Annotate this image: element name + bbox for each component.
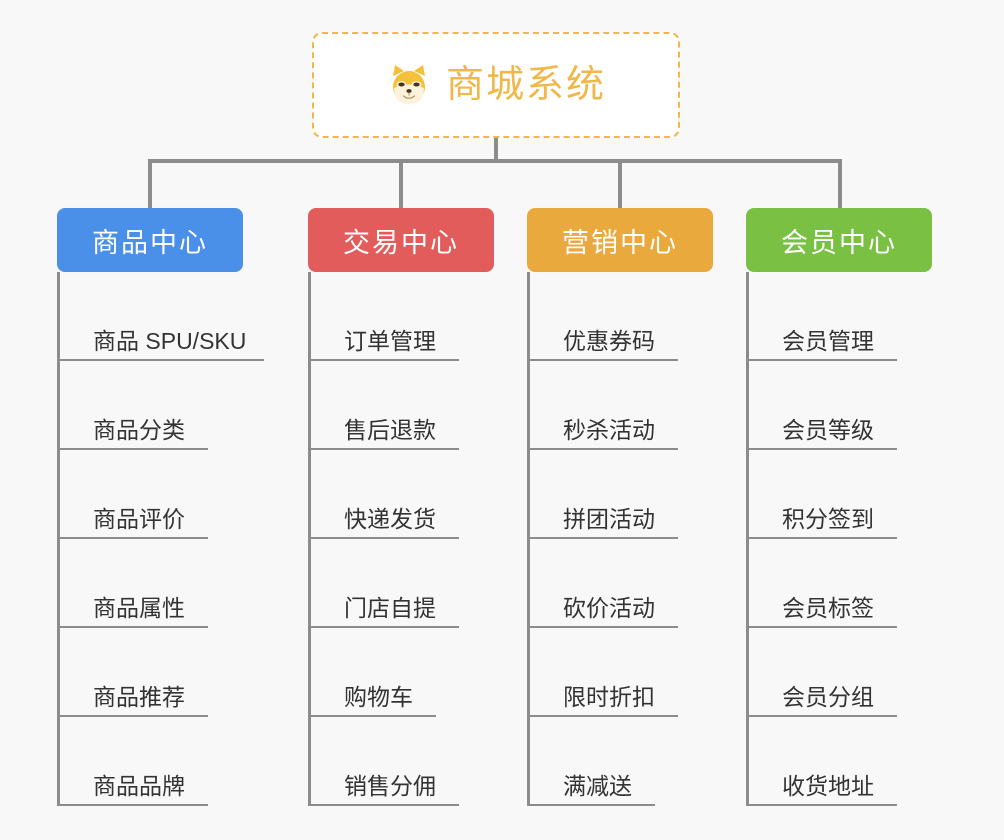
leaf-item[interactable]: 会员分组	[746, 628, 897, 717]
leaf-spine	[308, 272, 311, 806]
leaf-item[interactable]: 商品分类	[57, 361, 208, 450]
connector-stem	[494, 138, 498, 162]
category-label: 会员中心	[781, 227, 897, 258]
leaf-spine	[527, 272, 530, 806]
leaf-item[interactable]: 快递发货	[308, 450, 459, 539]
leaf-item[interactable]: 会员管理	[746, 272, 897, 361]
leaf-spine	[57, 272, 60, 806]
leaf-item-underline	[57, 626, 208, 628]
leaf-item-label: 商品分类	[93, 417, 185, 443]
connector-drop-2	[399, 159, 403, 209]
connector-horizontal-bar	[148, 159, 842, 163]
leaf-item-underline	[746, 359, 897, 361]
leaf-item[interactable]: 会员标签	[746, 539, 897, 628]
leaf-item[interactable]: 商品属性	[57, 539, 208, 628]
leaf-item-label: 秒杀活动	[563, 417, 655, 443]
leaf-item-label: 拼团活动	[563, 506, 655, 532]
leaf-item-label: 商品品牌	[93, 773, 185, 799]
leaf-item-underline	[527, 448, 678, 450]
leaf-item-label: 销售分佣	[344, 773, 436, 799]
leaf-item-underline	[57, 448, 208, 450]
leaf-item[interactable]: 销售分佣	[308, 717, 459, 806]
leaf-item[interactable]: 门店自提	[308, 539, 459, 628]
leaf-item-label: 限时折扣	[563, 684, 655, 710]
leaf-item-underline	[746, 448, 897, 450]
leaf-item-label: 门店自提	[344, 595, 436, 621]
leaf-item[interactable]: 满减送	[527, 717, 655, 806]
leaf-item-underline	[746, 804, 897, 806]
connector-drop-3	[618, 159, 622, 209]
category-box-2[interactable]: 交易中心	[308, 208, 494, 272]
category-label: 商品中心	[92, 227, 208, 258]
leaf-item-underline	[308, 537, 459, 539]
leaf-item[interactable]: 商品品牌	[57, 717, 208, 806]
leaf-item-underline	[308, 626, 459, 628]
leaf-item[interactable]: 会员等级	[746, 361, 897, 450]
leaf-item[interactable]: 积分签到	[746, 450, 897, 539]
category-box-3[interactable]: 营销中心	[527, 208, 713, 272]
shiba-dog-icon	[386, 62, 432, 108]
leaf-item-underline	[527, 537, 678, 539]
leaf-item-label: 商品评价	[93, 506, 185, 532]
leaf-item-label: 购物车	[344, 684, 413, 710]
leaf-item-underline	[57, 715, 208, 717]
leaf-item-label: 满减送	[563, 773, 632, 799]
leaf-item-underline	[527, 715, 678, 717]
category-box-1[interactable]: 商品中心	[57, 208, 243, 272]
leaf-item-label: 收货地址	[782, 773, 874, 799]
leaf-item-underline	[308, 715, 436, 717]
leaf-item[interactable]: 秒杀活动	[527, 361, 678, 450]
leaf-item-label: 快递发货	[344, 506, 436, 532]
leaf-item[interactable]: 拼团活动	[527, 450, 678, 539]
connector-drop-4	[838, 159, 842, 209]
connector-drop-1	[148, 159, 152, 209]
leaf-item-underline	[527, 626, 678, 628]
leaf-item[interactable]: 售后退款	[308, 361, 459, 450]
leaf-item-label: 会员等级	[782, 417, 874, 443]
leaf-item-underline	[308, 359, 459, 361]
leaf-item-label: 会员标签	[782, 595, 874, 621]
leaf-item-label: 积分签到	[782, 506, 874, 532]
root-node-mall-system[interactable]: 商城系统	[312, 32, 680, 138]
leaf-item-label: 会员分组	[782, 684, 874, 710]
leaf-item[interactable]: 商品 SPU/SKU	[57, 272, 264, 361]
leaf-item-underline	[57, 537, 208, 539]
leaf-item-label: 商品 SPU/SKU	[93, 328, 247, 354]
leaf-item[interactable]: 优惠券码	[527, 272, 678, 361]
root-node-title: 商城系统	[445, 64, 606, 106]
leaf-item-underline	[746, 715, 897, 717]
category-label: 营销中心	[562, 227, 678, 258]
leaf-item[interactable]: 商品评价	[57, 450, 208, 539]
leaf-item-underline	[527, 359, 678, 361]
leaf-item-underline	[308, 804, 459, 806]
leaf-item-label: 售后退款	[344, 417, 436, 443]
leaf-item[interactable]: 商品推荐	[57, 628, 208, 717]
leaf-item-label: 优惠券码	[563, 328, 655, 354]
leaf-item-underline	[308, 448, 459, 450]
leaf-item-underline	[746, 537, 897, 539]
category-box-4[interactable]: 会员中心	[746, 208, 932, 272]
leaf-item[interactable]: 砍价活动	[527, 539, 678, 628]
leaf-item[interactable]: 收货地址	[746, 717, 897, 806]
category-label: 交易中心	[343, 227, 459, 258]
leaf-item[interactable]: 订单管理	[308, 272, 459, 361]
leaf-item-label: 砍价活动	[563, 595, 655, 621]
leaf-item-label: 会员管理	[782, 328, 874, 354]
leaf-spine	[746, 272, 749, 806]
leaf-item-underline	[57, 804, 208, 806]
leaf-item-underline	[527, 804, 655, 806]
leaf-item-label: 订单管理	[344, 328, 436, 354]
leaf-item-underline	[57, 359, 264, 361]
leaf-item-label: 商品属性	[93, 595, 185, 621]
leaf-item-label: 商品推荐	[93, 684, 185, 710]
leaf-item-underline	[746, 626, 897, 628]
leaf-item[interactable]: 限时折扣	[527, 628, 678, 717]
leaf-item[interactable]: 购物车	[308, 628, 436, 717]
